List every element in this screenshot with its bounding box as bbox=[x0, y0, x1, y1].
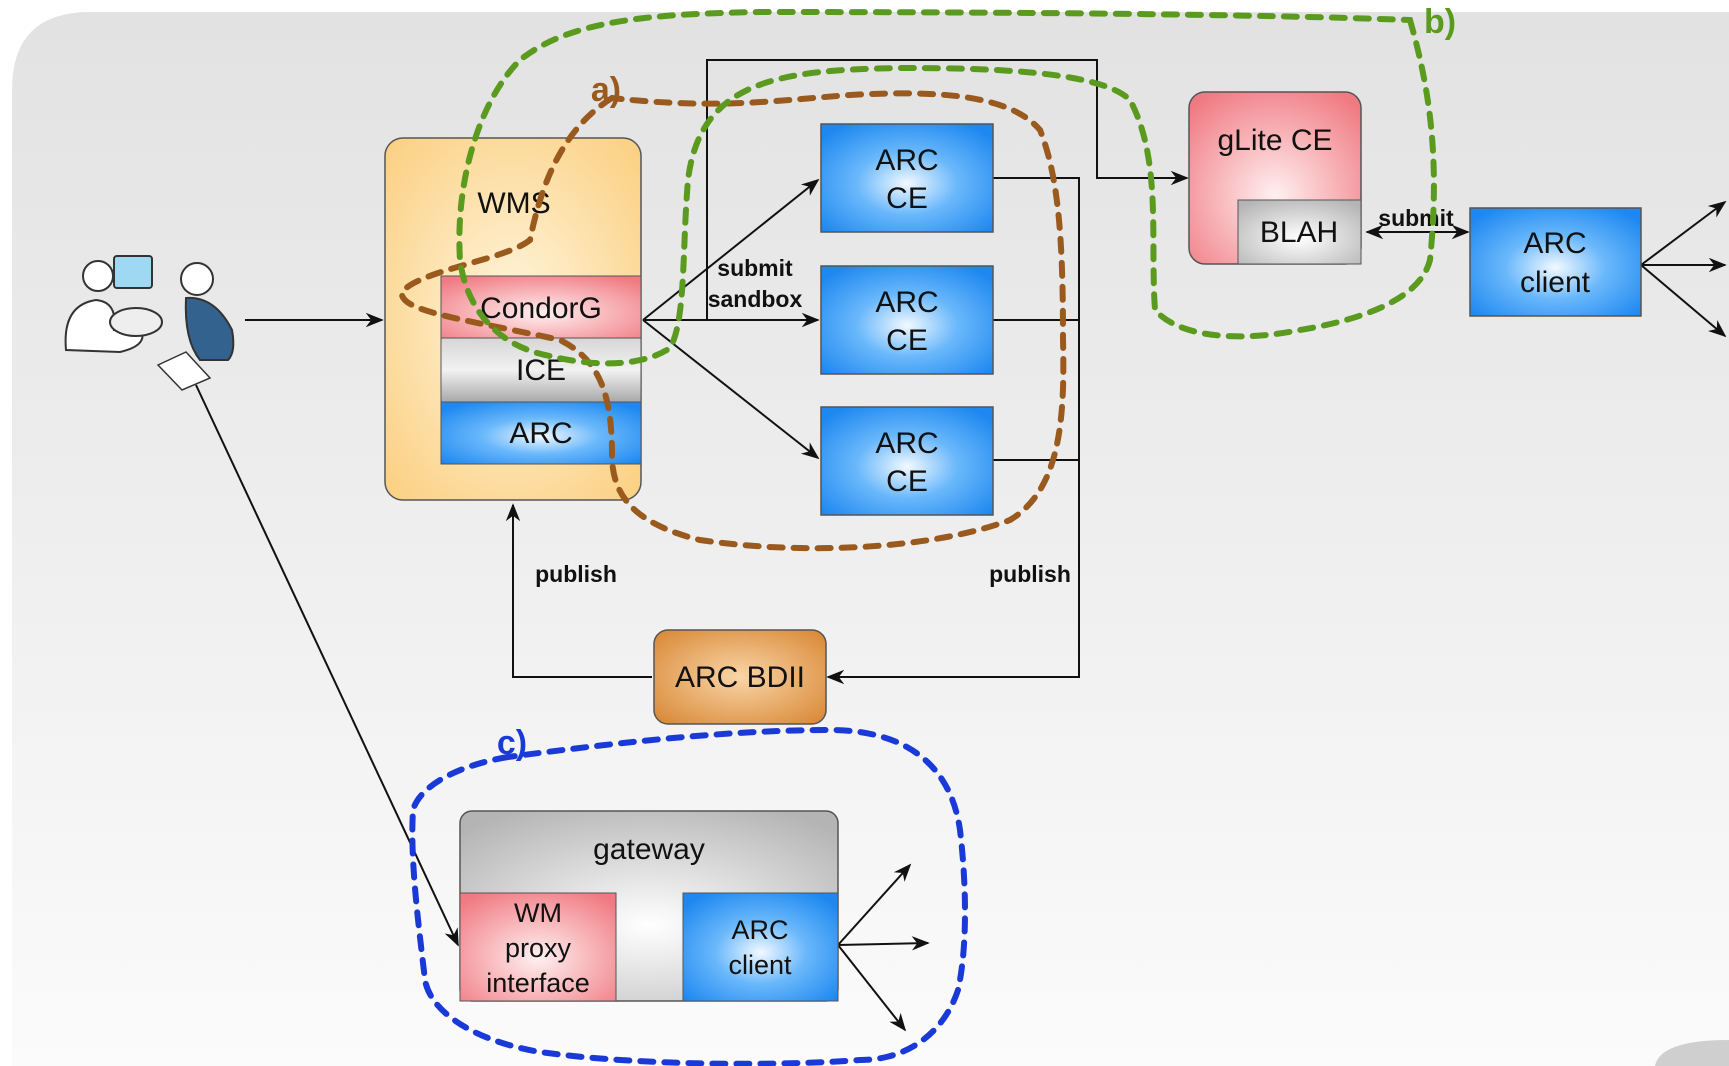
glite-ce-label: gLite CE bbox=[1217, 124, 1332, 157]
edge-gw-client-out-1 bbox=[837, 863, 912, 946]
loop-b-green bbox=[456, 8, 1437, 367]
wm-proxy-line1: WM bbox=[514, 898, 562, 928]
arc-ce-3-line1: ARC bbox=[875, 427, 938, 460]
gw-arc-client-line2: client bbox=[728, 950, 792, 980]
edge-condorg-to-glite bbox=[643, 59, 1189, 321]
arc-ce-3-line2: CE bbox=[886, 465, 928, 498]
wms-arc-box bbox=[440, 401, 642, 465]
arc-client-line1: ARC bbox=[1523, 227, 1586, 260]
arc-ce-2-line1: ARC bbox=[875, 286, 938, 319]
condorg-box bbox=[440, 275, 642, 339]
gw-arc-client-box bbox=[682, 892, 839, 1002]
wms-arc-label: ARC bbox=[509, 417, 572, 450]
marker-c: c) bbox=[497, 724, 527, 762]
gw-arc-client-line1: ARC bbox=[731, 915, 788, 945]
arc-ce-1-line2: CE bbox=[886, 182, 928, 215]
edge-ce-publish-to-bdii bbox=[826, 177, 1080, 685]
users-icon bbox=[64, 255, 235, 391]
submit-blah-label: submit bbox=[1378, 205, 1454, 231]
ice-box bbox=[440, 337, 642, 403]
edge-arc-client-out-3 bbox=[1640, 264, 1727, 338]
arc-bdii-label: ARC BDII bbox=[675, 661, 805, 694]
edge-gw-client-out-3 bbox=[837, 944, 907, 1032]
arc-ce-1-line1: ARC bbox=[875, 144, 938, 177]
edge-condorg-to-ce1 bbox=[642, 178, 820, 321]
condorg-label: CondorG bbox=[480, 292, 602, 325]
arc-client-line2: client bbox=[1520, 266, 1591, 299]
edge-gw-client-out-2 bbox=[837, 936, 930, 951]
corner-tab bbox=[1655, 1040, 1729, 1066]
wm-proxy-line3: interface bbox=[486, 968, 590, 998]
gateway-label: gateway bbox=[593, 833, 705, 866]
loop-a-brown bbox=[398, 90, 1067, 552]
arc-ce-3 bbox=[820, 406, 994, 516]
publish-right-label: publish bbox=[989, 561, 1071, 587]
arc-bdii-box bbox=[653, 629, 827, 725]
wm-proxy-line2: proxy bbox=[505, 933, 572, 963]
loop-c-blue bbox=[409, 726, 968, 1066]
arc-ce-2-line2: CE bbox=[886, 324, 928, 357]
blah-box bbox=[1237, 199, 1362, 265]
blah-label: BLAH bbox=[1260, 216, 1338, 249]
wm-proxy-box bbox=[459, 892, 617, 1002]
marker-a: a) bbox=[591, 71, 621, 109]
arc-ce-1 bbox=[820, 123, 994, 233]
arc-ce-2 bbox=[820, 265, 994, 375]
publish-left-label: publish bbox=[535, 561, 617, 587]
submit-sandbox-label-line1: submit bbox=[717, 255, 793, 281]
submit-sandbox-label-line2: sandbox bbox=[708, 286, 803, 312]
marker-b: b) bbox=[1424, 3, 1456, 41]
edge-bdii-publish-to-wms bbox=[505, 503, 652, 678]
arc-client-box bbox=[1469, 207, 1642, 317]
edge-arc-client-out-1 bbox=[1640, 200, 1727, 266]
